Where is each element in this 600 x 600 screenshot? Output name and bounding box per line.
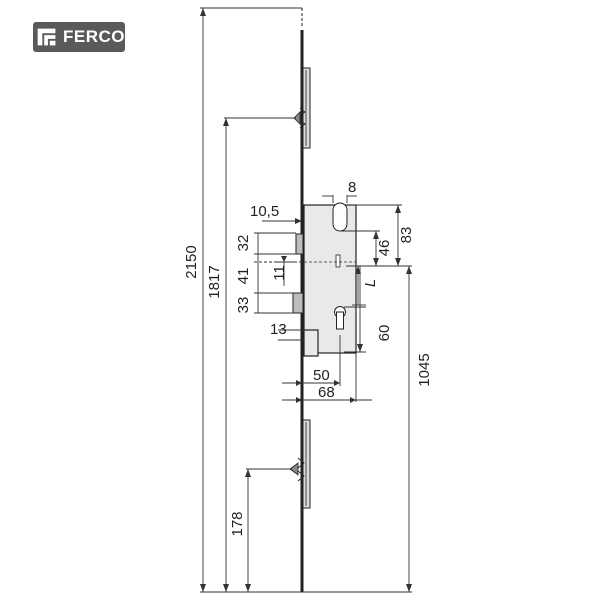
dimension-2150: 2150	[183, 8, 206, 592]
dimension-83: 83	[350, 204, 415, 266]
dim-L-label: L	[362, 279, 379, 287]
dim-10-5-label: 10,5	[250, 203, 279, 220]
dim-11-label: 11	[271, 265, 288, 281]
ferco-logo-icon	[37, 28, 56, 46]
dim-2150-label: 2150	[183, 245, 200, 278]
dim-41-label: 41	[235, 268, 252, 285]
dimension-60: 60	[344, 266, 393, 353]
dimension-46: 46	[341, 230, 393, 266]
dim-50-label: 50	[313, 367, 330, 384]
latch	[295, 233, 304, 255]
dim-83-label: 83	[398, 227, 415, 244]
dimension-41: 41	[235, 254, 304, 293]
lock-case	[303, 202, 357, 357]
dimension-68: 68	[282, 353, 372, 403]
brand-logo: FERCO	[33, 22, 125, 52]
lower-locking-point	[289, 419, 311, 509]
dimension-L: L	[352, 266, 379, 306]
dim-178-label: 178	[229, 511, 246, 536]
dim-68-label: 68	[318, 384, 335, 401]
dimension-178: 178	[229, 468, 292, 592]
upper-locking-point	[293, 67, 311, 149]
dimension-13: 13	[270, 321, 304, 341]
dimension-50: 50	[282, 335, 341, 386]
dimension-10-5: 10,5	[250, 203, 302, 224]
dim-46-label: 46	[376, 240, 393, 257]
dim-32-label: 32	[235, 235, 252, 252]
dimension-1045: 1045	[346, 265, 433, 592]
dim-1045-label: 1045	[416, 353, 433, 386]
dimension-8: 8	[322, 179, 357, 203]
dim-33-label: 33	[235, 297, 252, 314]
dimension-1817: 1817	[206, 117, 296, 592]
dimension-33: 33	[235, 292, 293, 314]
dimension-32: 32	[235, 232, 296, 255]
dim-8-label: 8	[348, 179, 356, 196]
dimension-11: 11	[271, 256, 296, 286]
brand-name: FERCO	[63, 27, 125, 46]
dim-13-label: 13	[270, 321, 287, 338]
dim-60-label: 60	[376, 325, 393, 342]
dim-1817-label: 1817	[206, 265, 223, 298]
deadbolt	[292, 292, 304, 314]
